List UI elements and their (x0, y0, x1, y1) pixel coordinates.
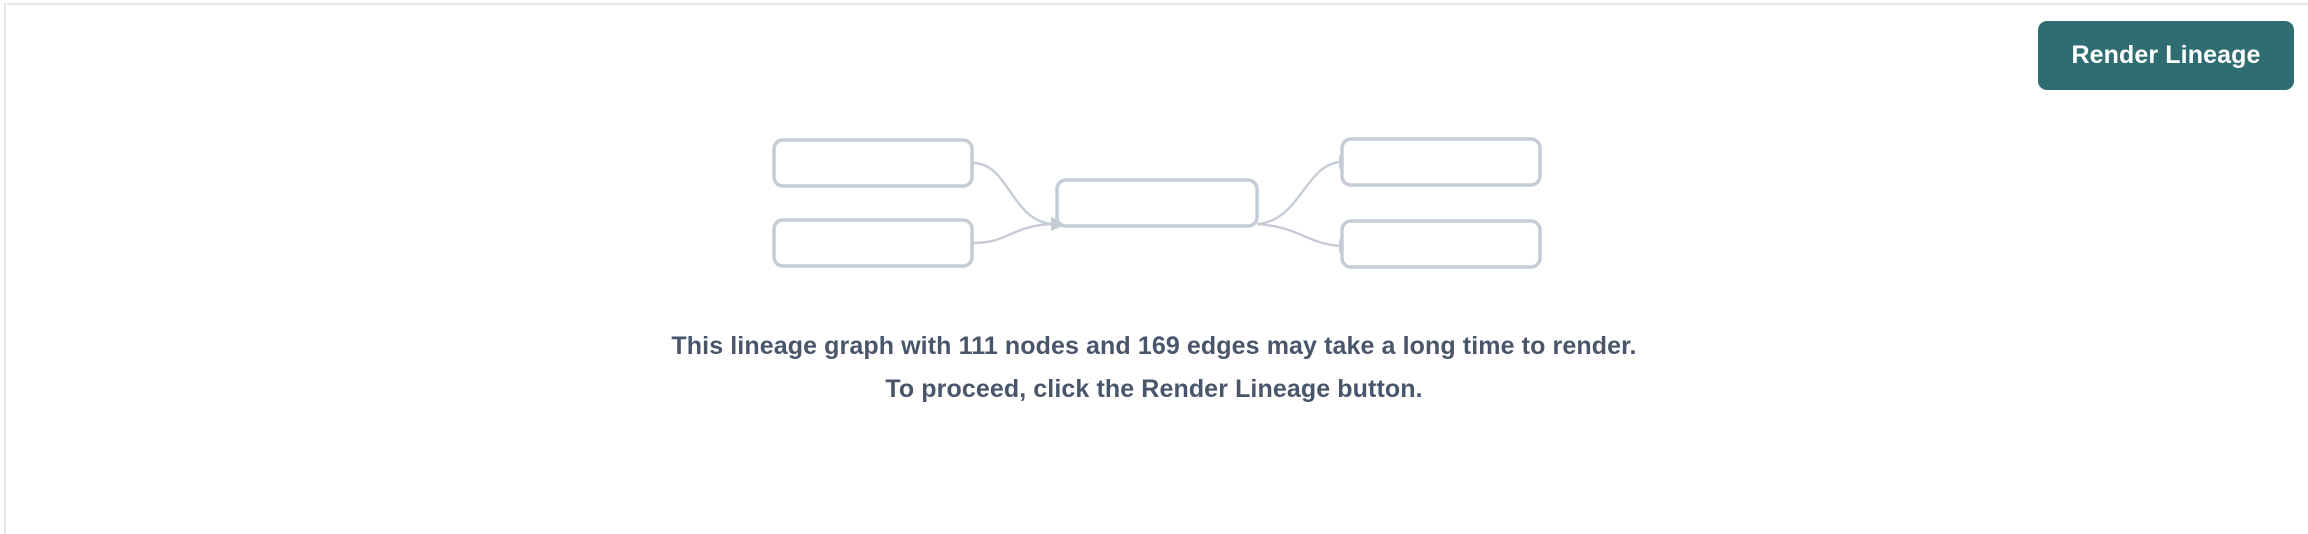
graph-node-center (1055, 178, 1259, 228)
lineage-warning-message: This lineage graph with 111 nodes and 16… (671, 332, 1637, 403)
edge-left-bottom-to-center (971, 222, 1053, 245)
lineage-graph-placeholder-icon (772, 137, 1542, 269)
lineage-graph-placeholder (760, 125, 1560, 285)
top-divider (7, 3, 2308, 5)
edge-center-to-right-top (1256, 160, 1341, 226)
left-divider (4, 3, 6, 534)
graph-node-right-top (1340, 137, 1542, 187)
render-lineage-button-label: Render Lineage (2071, 41, 2261, 69)
graph-node-left-bottom (772, 218, 974, 268)
graph-node-left-top (772, 138, 974, 188)
render-lineage-button[interactable]: Render Lineage (2038, 21, 2294, 90)
edge-left-top-to-center (971, 161, 1053, 226)
graph-node-right-bottom (1340, 219, 1542, 269)
edge-center-to-right-bottom (1256, 222, 1341, 248)
